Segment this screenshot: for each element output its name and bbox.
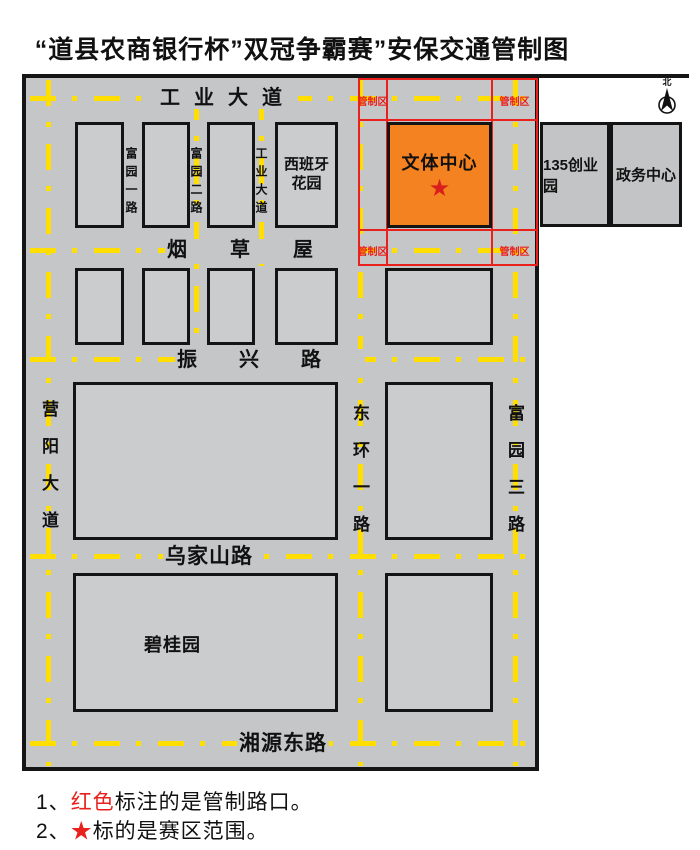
control-zone-line (358, 119, 538, 121)
north-compass: 北 (652, 78, 682, 114)
block-biguiyuan: 碧桂园 (73, 573, 338, 712)
city-block (75, 268, 124, 345)
road-dash-donghuan-1 (358, 80, 363, 766)
zhengwu-label: 政务中心 (615, 167, 676, 184)
control-zone-line (358, 229, 538, 231)
road-label-yancaowu: 烟草屋 (165, 239, 358, 261)
legend-2-text: 标的是赛区范围。 (92, 820, 269, 843)
road-label-fuyuan-1: 富园一路 (124, 147, 138, 219)
legend-1-red-term: 红色 (70, 791, 115, 814)
city-block (275, 268, 338, 345)
legend-2-prefix: 2、 (36, 820, 71, 843)
page-title: “道县农商银行杯”双冠争霸赛”安保交通管制图 (34, 36, 570, 64)
spain-garden-label-line2: 花园 (291, 175, 322, 192)
control-zone-label-tl: 管制区 (357, 97, 388, 108)
chuangye-135-label: 135创业园 (543, 156, 599, 195)
road-label-donghuan-1: 东环一路 (350, 404, 369, 552)
road-label-fuyuan-3: 富园三路 (505, 404, 524, 552)
legend-line-2: 2、★标的是赛区范围。 (36, 815, 269, 845)
control-zone-label-bl: 管制区 (357, 247, 388, 258)
road-label-fuyuan-2: 富园二路 (189, 147, 203, 219)
road-dash-wujiashan (30, 554, 532, 559)
block-zhengwu-center: 政务中心 (610, 122, 682, 227)
city-block (385, 573, 493, 712)
city-block (385, 382, 493, 540)
block-sports-center: 文体中心 ★ (387, 122, 492, 228)
road-label-wujiashan: 乌家山路 (163, 545, 255, 568)
city-block (75, 122, 124, 228)
city-block (207, 122, 255, 228)
road-dash-yingyang-avenue (46, 80, 51, 766)
legend-1-prefix: 1、 (36, 791, 71, 814)
control-zone-line (491, 78, 493, 266)
north-label: 北 (662, 77, 672, 87)
road-label-industry-avenue: 工业大道 (158, 87, 298, 109)
city-block (142, 268, 190, 345)
control-zone-label-tr: 管制区 (499, 97, 530, 108)
map-top-border-extension (539, 74, 689, 78)
block-chuangye-135: 135创业园 (540, 122, 610, 227)
city-block (385, 268, 493, 345)
legend-line-1: 1、红色标注的是管制路口。 (36, 786, 313, 816)
legend-1-text: 标注的是管制路口。 (114, 791, 313, 814)
biguiyuan-label: 碧桂园 (144, 635, 201, 655)
road-dash-industry-avenue-v (259, 94, 264, 266)
city-block (142, 122, 190, 228)
road-label-yingyang-avenue: 营阳大道 (39, 400, 58, 548)
road-label-xiangyuan-east: 湘源东路 (237, 732, 329, 755)
city-block (73, 382, 338, 540)
control-zone-outline (358, 78, 538, 266)
legend-2-star-icon: ★ (70, 820, 93, 843)
road-dash-fuyuan-3 (513, 80, 518, 766)
north-arrow-icon (658, 88, 676, 114)
block-spain-garden: 西班牙 花园 (275, 122, 338, 228)
venue-star-icon: ★ (428, 175, 451, 202)
road-label-zhenxing: 振兴路 (175, 349, 365, 371)
road-label-industry-avenue-v: 工业大道 (254, 147, 268, 219)
spain-garden-label-line1: 西班牙 (283, 156, 329, 174)
control-zone-label-br: 管制区 (499, 247, 530, 258)
city-block (207, 268, 255, 345)
sports-center-label: 文体中心 (401, 153, 478, 173)
road-dash-fuyuan-2 (194, 94, 199, 360)
